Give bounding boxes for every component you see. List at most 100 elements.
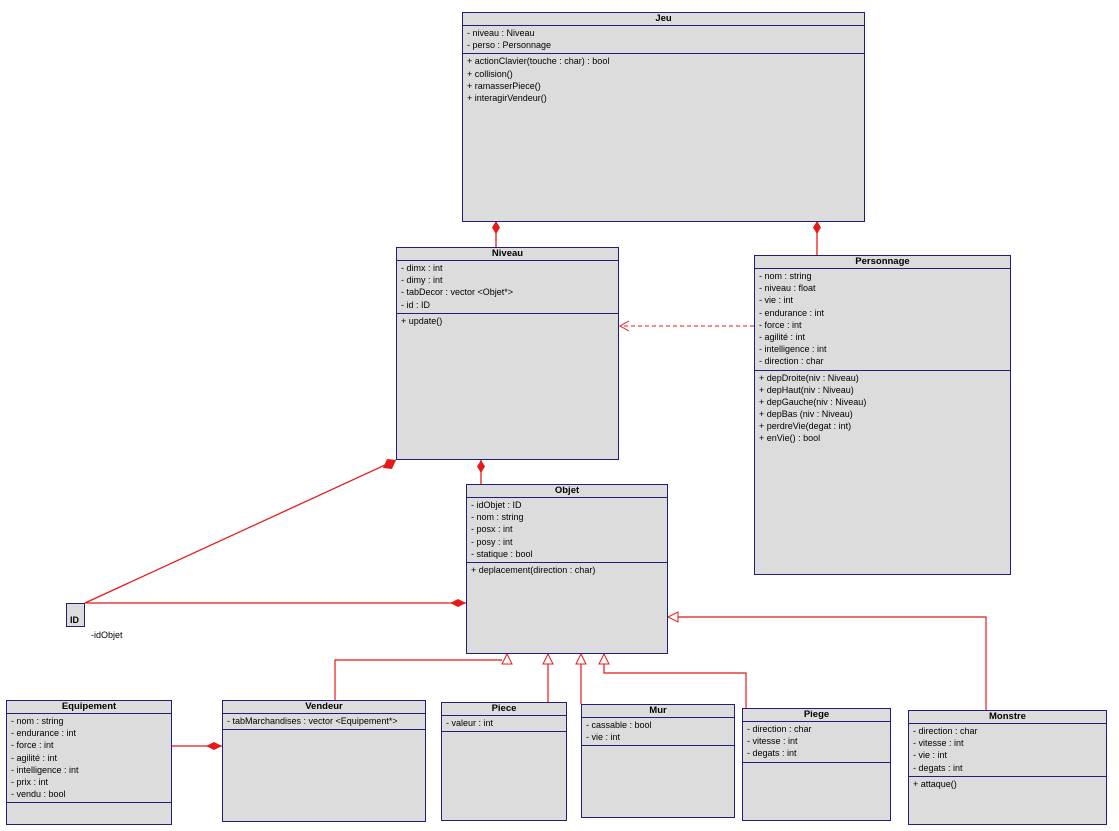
attribute: - vitesse : int (747, 736, 798, 747)
inheritance-vendeur-objet (334, 659, 502, 700)
attribute: - perso : Personnage (467, 40, 552, 51)
attribute-list: - nom : string - endurance : int - force… (7, 714, 171, 804)
attribute: - posx : int (471, 524, 513, 535)
inheritance-arrow-5 (666, 611, 679, 623)
attribute: - direction : char (913, 726, 978, 736)
inheritance-arrow-1 (501, 652, 513, 665)
method: + depDroite(niv : Niveau) (759, 372, 859, 383)
class-jeu[interactable]: Jeu - niveau : Niveau - perso : Personna… (462, 12, 865, 222)
method-list (7, 803, 171, 806)
attribute: - vie : int (586, 732, 621, 743)
attribute: - dimy : int (401, 275, 443, 286)
attribute: - degats : int (913, 762, 963, 773)
attribute: - nom : string (471, 512, 524, 523)
class-id[interactable]: ID (66, 603, 85, 627)
attribute: - niveau : Niveau (467, 28, 535, 38)
class-name: Objet (467, 485, 667, 498)
attribute: - posy : int (471, 536, 513, 547)
attribute: - direction : char (759, 356, 824, 367)
method: + depBas (niv : Niveau) (759, 409, 853, 420)
method: + update() (401, 315, 443, 326)
attribute: - dimx : int (401, 263, 443, 273)
attribute: - idObjet : ID (471, 500, 522, 510)
composition-diamond-vendeur-equipement (206, 742, 222, 750)
method: + ramasserPiece() (467, 80, 541, 91)
method-list: + actionClavier(touche : char) : bool + … (463, 54, 864, 106)
attribute: - intelligence : int (759, 344, 827, 355)
class-piece[interactable]: Piece - valeur : int (441, 702, 567, 821)
method-list: + attaque() (909, 777, 1106, 792)
composition-niveau-id (84, 459, 397, 604)
method-list: + update() (397, 314, 618, 329)
attribute-list: - tabMarchandises : vector <Equipement*> (223, 714, 425, 731)
class-name: Jeu (463, 13, 864, 26)
role-label-idobjet: -idObjet (91, 630, 123, 640)
class-name: Niveau (397, 248, 618, 261)
method-list (582, 746, 734, 749)
attribute-list: - direction : char - vitesse : int - deg… (743, 722, 890, 763)
attribute-list: - nom : string - niveau : float - vie : … (755, 269, 1010, 371)
class-name: ID (70, 615, 79, 625)
method-list: + depDroite(niv : Niveau) + depHaut(niv … (755, 371, 1010, 447)
class-name: Monstre (909, 711, 1106, 724)
class-personnage[interactable]: Personnage - nom : string - niveau : flo… (754, 255, 1011, 575)
attribute: - nom : string (759, 271, 812, 281)
attribute-list: - dimx : int - dimy : int - tabDecor : v… (397, 261, 618, 314)
method: + depGauche(niv : Niveau) (759, 396, 867, 407)
method: + deplacement(direction : char) (471, 564, 596, 575)
class-vendeur[interactable]: Vendeur - tabMarchandises : vector <Equi… (222, 700, 426, 822)
attribute-list: - idObjet : ID - nom : string - posx : i… (467, 498, 667, 563)
attribute: - endurance : int (759, 307, 825, 318)
attribute: - vie : int (759, 295, 794, 306)
attribute: - intelligence : int (11, 764, 79, 775)
class-name: Piece (442, 703, 566, 716)
inheritance-monstre-objet (678, 616, 987, 710)
class-piege[interactable]: Piege - direction : char - vitesse : int… (742, 708, 891, 821)
method-list (743, 763, 890, 766)
inheritance-arrow-4 (598, 652, 610, 665)
attribute: - valeur : int (446, 718, 494, 728)
method: + enVie() : bool (759, 433, 821, 444)
attribute-list: - niveau : Niveau - perso : Personnage (463, 26, 864, 55)
attribute: - cassable : bool (586, 720, 652, 730)
method-list: + deplacement(direction : char) (467, 563, 667, 578)
attribute: - degats : int (747, 748, 797, 759)
attribute: - niveau : float (759, 283, 816, 294)
method: + depHaut(niv : Niveau) (759, 384, 854, 395)
attribute-list: - cassable : bool - vie : int (582, 718, 734, 747)
method: + attaque() (913, 778, 957, 789)
attribute: - tabMarchandises : vector <Equipement*> (227, 716, 398, 726)
attribute: - vitesse : int (913, 738, 964, 749)
attribute: - endurance : int (11, 728, 77, 739)
attribute-list: - direction : char - vitesse : int - vie… (909, 724, 1106, 777)
inheritance-arrow-3 (575, 652, 587, 665)
composition-diamond-objet-id (450, 599, 466, 607)
class-niveau[interactable]: Niveau - dimx : int - dimy : int - tabDe… (396, 247, 619, 460)
class-name: Personnage (755, 256, 1010, 269)
inheritance-piege-objet (603, 664, 747, 708)
composition-diamond-jeu-personnage (813, 221, 821, 234)
class-name: Vendeur (223, 701, 425, 714)
composition-diamond-niveau-objet (477, 460, 485, 473)
dependency-arrowhead (618, 320, 630, 332)
attribute: - force : int (759, 319, 802, 330)
class-name: Mur (582, 705, 734, 718)
attribute-list: - valeur : int (442, 716, 566, 733)
attribute: - id : ID (401, 299, 431, 310)
method: + interagirVendeur() (467, 92, 547, 103)
attribute: - prix : int (11, 776, 49, 787)
composition-diamond-jeu-niveau (492, 221, 500, 234)
attribute: - vie : int (913, 750, 948, 761)
class-objet[interactable]: Objet - idObjet : ID - nom : string - po… (466, 484, 668, 654)
class-mur[interactable]: Mur - cassable : bool - vie : int (581, 704, 735, 818)
class-equipement[interactable]: Equipement - nom : string - endurance : … (6, 700, 172, 825)
attribute: - vendu : bool (11, 789, 66, 800)
method: + perdreVie(degat : int) (759, 421, 852, 432)
class-monstre[interactable]: Monstre - direction : char - vitesse : i… (908, 710, 1107, 825)
attribute: - nom : string (11, 716, 64, 726)
method-list (442, 732, 566, 735)
attribute: - tabDecor : vector <Objet*> (401, 287, 514, 298)
attribute: - agilité : int (11, 752, 58, 763)
attribute: - force : int (11, 740, 54, 751)
